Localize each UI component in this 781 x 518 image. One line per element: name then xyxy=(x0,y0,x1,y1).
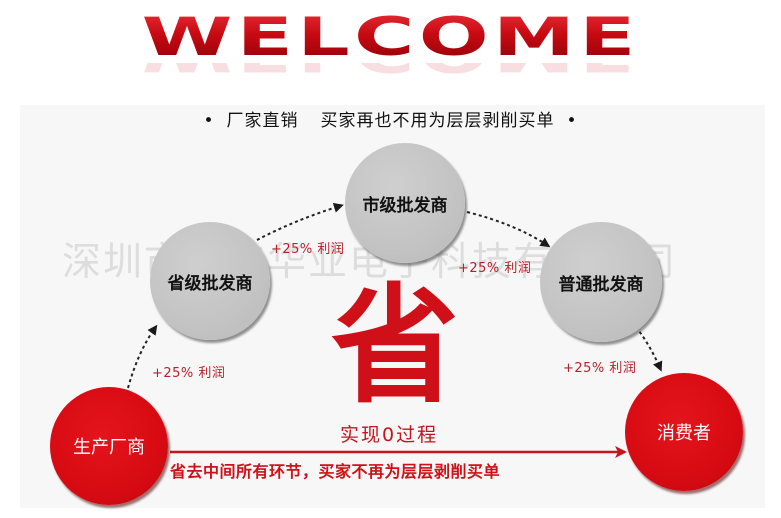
profit-label-1: +25% 利润 xyxy=(152,366,226,381)
node-consumer: 消费者 xyxy=(625,373,743,491)
slogan: • 厂家直销 买家再也不用为层层剥削买单 • xyxy=(0,106,781,131)
profit-label-4: +25% 利润 xyxy=(563,361,637,376)
profit-label-3: +25% 利润 xyxy=(458,261,532,276)
arrow-city-to-ordinary xyxy=(466,211,551,248)
arrow-manufacturer-to-provincial xyxy=(127,324,158,389)
node-ordinary-label: 普通批发商 xyxy=(558,274,644,295)
node-provincial-wholesaler: 省级批发商 xyxy=(150,222,270,340)
node-consumer-label: 消费者 xyxy=(657,423,711,444)
slogan-left: 厂家直销 xyxy=(226,111,299,131)
bottom-slogan: 省去中间所有环节，买家不再为层层剥削买单 xyxy=(170,462,501,481)
zero-process-label: 实现0过程 xyxy=(340,424,439,446)
profit-label-2: +25% 利润 xyxy=(271,242,345,257)
bullet-right: • xyxy=(566,111,578,131)
node-manufacturer: 生产厂商 xyxy=(50,387,168,505)
node-city-wholesaler: 市级批发商 xyxy=(345,143,465,263)
node-city-label: 市级批发商 xyxy=(362,195,448,216)
node-manufacturer-label: 生产厂商 xyxy=(73,437,145,458)
slogan-right: 买家再也不用为层层剥削买单 xyxy=(320,111,555,131)
node-ordinary-wholesaler: 普通批发商 xyxy=(540,222,662,342)
arrow-provincial-to-city xyxy=(256,203,344,241)
save-character: 省 xyxy=(330,272,459,421)
arrow-ordinary-to-consumer xyxy=(635,326,663,372)
bullet-left: • xyxy=(203,111,215,131)
node-provincial-label: 省级批发商 xyxy=(167,273,253,294)
welcome-title: WELCOME xyxy=(0,8,781,66)
